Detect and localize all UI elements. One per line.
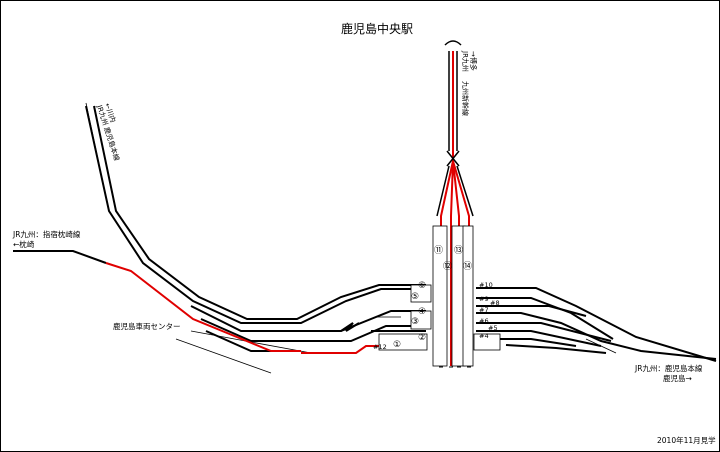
platforms — [378, 225, 501, 367]
platform-5-6 — [410, 284, 432, 303]
siding-label-9: #9 — [479, 295, 489, 303]
station-labels: JR九州：指宿枕崎線 ←枕崎 鹿児島車両センター JR九州：鹿児島本線 鹿児島→… — [12, 229, 716, 445]
track-yard-b — [200, 318, 426, 342]
siding-label-6: #6 — [479, 317, 489, 325]
footer-date: 2010年11月見学 — [657, 435, 716, 445]
platform-east-stub — [473, 333, 501, 351]
platform-3-4 — [410, 310, 432, 330]
track-east-5 — [476, 322, 612, 342]
label-south-dest: 鹿児島→ — [663, 373, 692, 383]
siding-label-7: #7 — [479, 306, 489, 314]
shinkansen-black — [436, 40, 474, 217]
platform-14 — [462, 225, 474, 367]
label-depot: 鹿児島車両センター — [113, 321, 181, 331]
siding-label-12: #12 — [373, 343, 387, 351]
platform-label-6: ⑥ — [418, 281, 426, 291]
crossover-north — [446, 150, 460, 167]
track-east-1 — [476, 287, 717, 362]
label-jr-north: JR九州 — [461, 50, 470, 72]
track-east-3 — [476, 305, 587, 317]
track-east-6 — [476, 330, 602, 347]
siding-label-10: #10 — [479, 281, 493, 289]
crossover-west — [340, 322, 360, 332]
track-sendai-2 — [93, 105, 426, 320]
route-sk-left2 — [450, 160, 454, 366]
north-labels: JR九州 九州新幹線 →博多 JR九州 鹿児島本線 ←川内 — [95, 50, 478, 162]
label-makurazaki: ←枕崎 — [13, 239, 35, 249]
track-east-2 — [476, 297, 614, 340]
platform-label-2: ② — [418, 333, 426, 343]
siding-labels: #12 #10 #9 #8 #7 #6 #5 #4 — [373, 281, 500, 351]
platform-label-14: ⑭ — [463, 261, 472, 272]
route-west — [105, 262, 301, 352]
platform-label-13: ⑬ — [454, 245, 463, 256]
depot-siding — [175, 338, 272, 374]
siding-label-5: #5 — [488, 324, 498, 332]
platform-label-3: ③ — [411, 317, 419, 327]
label-ibusuki-line: JR九州：指宿枕崎線 — [12, 229, 81, 239]
label-shinkansen: 九州新幹線 — [461, 81, 470, 116]
track-sendai-1 — [85, 105, 426, 324]
siding-label-4: #4 — [479, 332, 489, 340]
platform-label-12: ⑫ — [443, 261, 452, 272]
platform-11 — [432, 225, 448, 367]
track-east-8 — [505, 344, 607, 354]
diagram-title: 鹿児島中央駅 — [341, 21, 413, 36]
platform-label-1: ① — [393, 340, 401, 350]
label-south-line: JR九州：鹿児島本線 — [634, 363, 703, 373]
label-hakata: →博多 — [469, 51, 478, 71]
conventional-tracks — [13, 105, 717, 362]
track-east-4 — [476, 312, 717, 360]
track-ibusuki — [13, 250, 107, 264]
platform-label-5: ⑤ — [411, 292, 419, 302]
platform-label-4: ④ — [418, 307, 426, 317]
platform-1-2 — [378, 333, 428, 351]
siding-label-8: #8 — [490, 299, 500, 307]
platform-number-labels: ① ② ③ ④ ⑤ ⑥ ⑪ ⑫ ⑬ ⑭ — [393, 245, 472, 350]
platform-label-11: ⑪ — [434, 245, 443, 256]
